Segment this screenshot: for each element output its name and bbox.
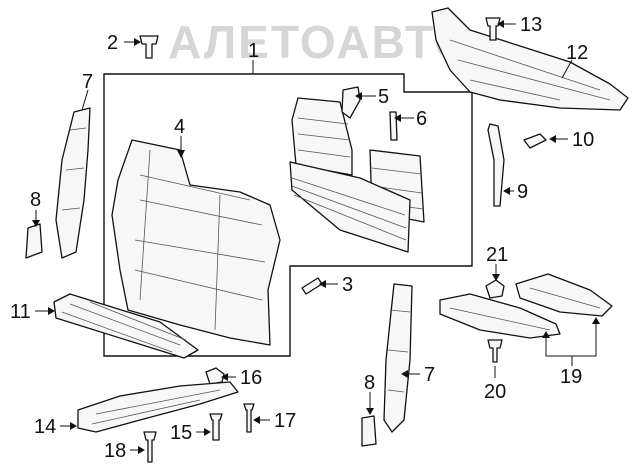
- callout-14: 14: [34, 416, 56, 438]
- part-7-right-deflector: [383, 283, 413, 433]
- callout-5: 5: [378, 86, 389, 108]
- callout-11: 11: [10, 301, 31, 323]
- arrow-8b: [366, 408, 374, 415]
- callout-7-right: 7: [424, 364, 435, 386]
- arrow-14: [70, 422, 77, 430]
- assembly-1-outline: [103, 73, 473, 357]
- callout-21: 21: [486, 244, 508, 266]
- callout-7-left: 7: [82, 71, 93, 93]
- arrow-10: [549, 135, 556, 143]
- part-17-fastener: [243, 403, 255, 433]
- arrow-2: [134, 38, 141, 46]
- part-19-splash-shields: [439, 273, 613, 339]
- arrow-11: [48, 307, 55, 315]
- callout-16: 16: [240, 367, 262, 389]
- callout-19: 19: [560, 366, 582, 388]
- callout-13: 13: [520, 14, 542, 36]
- part-11-lower-deflector: [53, 293, 199, 359]
- callout-9: 9: [517, 181, 528, 203]
- part-6-clip: [389, 111, 398, 141]
- part-14-side-shield: [77, 381, 239, 433]
- callout-8-right: 8: [364, 372, 375, 394]
- part-21-nut: [485, 279, 505, 299]
- part-8-left-bracket: [25, 223, 43, 259]
- callout-20: 20: [484, 381, 506, 403]
- watermark-text: АЛЕТОАВТО: [168, 16, 472, 68]
- part-7-left-deflector: [55, 107, 91, 259]
- part-2-bolt: [139, 35, 159, 59]
- part-12-upper-cover: [431, 7, 629, 111]
- arrow-9: [503, 187, 510, 195]
- part-9-bracket: [487, 123, 505, 207]
- part-4-radiator-shroud: [111, 139, 281, 346]
- arrow-16: [221, 373, 228, 381]
- callout-1: 1: [248, 40, 259, 62]
- arrow-6: [394, 114, 401, 122]
- part-20-bolt: [487, 339, 503, 363]
- callout-2: 2: [107, 32, 118, 54]
- callout-12: 12: [566, 42, 588, 64]
- part-10-bolt: [523, 133, 547, 149]
- arrow-21: [492, 274, 500, 281]
- callout-10: 10: [572, 129, 594, 151]
- part-8-right-bracket: [361, 415, 377, 447]
- callout-15: 15: [170, 422, 192, 444]
- arrow-13: [497, 20, 504, 28]
- part-18-fastener: [143, 431, 157, 463]
- leader-19-bracket: [545, 322, 597, 357]
- leader-12: [561, 59, 573, 79]
- part-shutter-lower: [289, 161, 411, 253]
- part-5-bracket: [341, 86, 361, 119]
- callout-3: 3: [342, 274, 353, 296]
- callout-4: 4: [174, 116, 185, 138]
- part-15-fastener: [209, 413, 223, 441]
- arrow-3: [319, 280, 326, 288]
- arrow-17: [253, 416, 260, 424]
- part-13-bolt: [485, 17, 501, 41]
- arrow-7b: [401, 370, 408, 378]
- callout-17: 17: [274, 410, 296, 432]
- callout-6: 6: [416, 108, 427, 130]
- arrow-8a: [32, 220, 40, 227]
- arrow-4: [177, 150, 185, 158]
- part-16-nut: [205, 367, 225, 385]
- arrow-5: [355, 92, 362, 100]
- leader-7a: [81, 89, 89, 111]
- callout-8-left: 8: [30, 189, 41, 211]
- callout-18: 18: [104, 440, 126, 462]
- arrow-18: [138, 446, 145, 454]
- arrow-19a: [542, 331, 550, 338]
- part-shutter-upper: [291, 97, 353, 176]
- arrow-19b: [592, 317, 600, 324]
- part-3-bolt: [301, 277, 323, 295]
- arrow-15: [204, 428, 211, 436]
